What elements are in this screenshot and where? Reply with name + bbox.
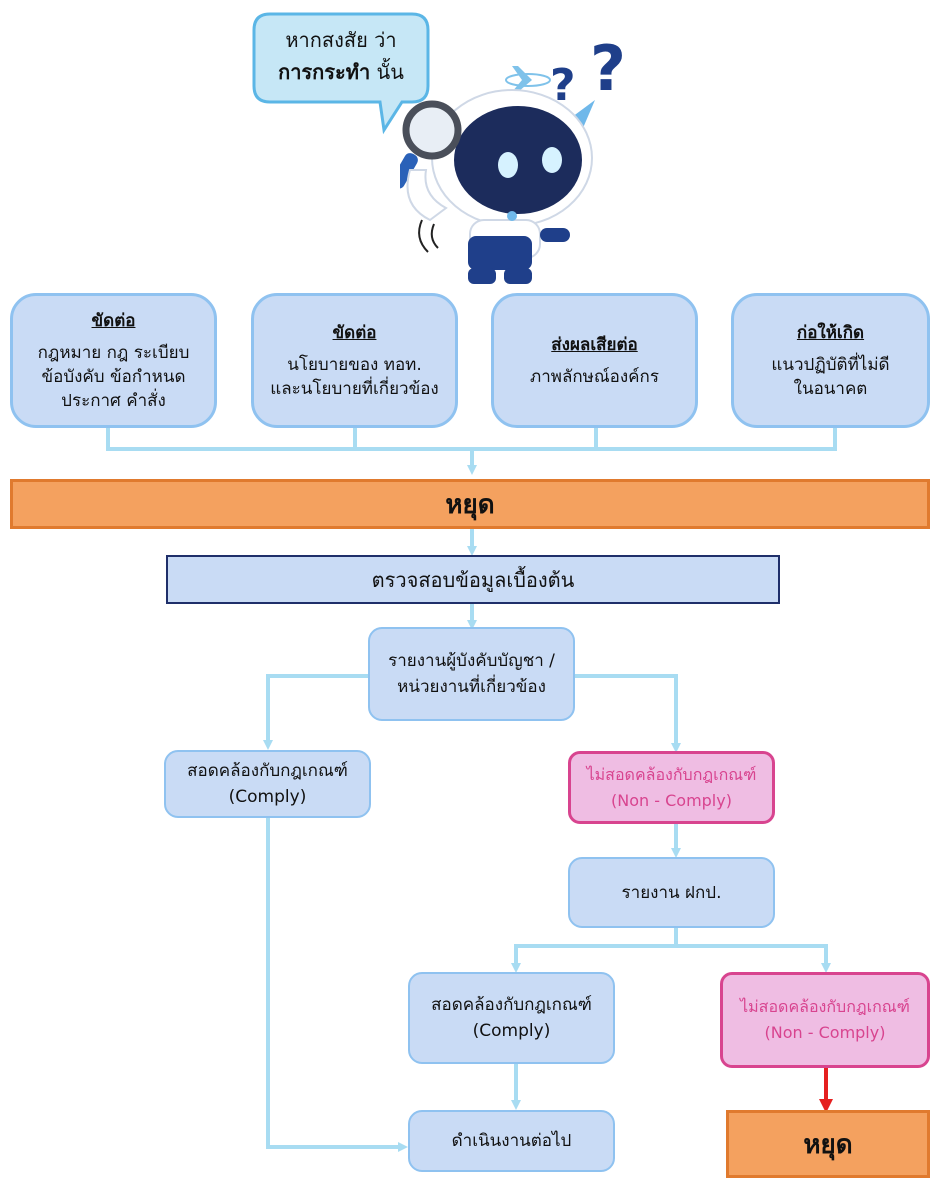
condition-line: และนโยบายที่เกี่ยวข้อง <box>270 378 439 399</box>
report-line: หน่วยงานที่เกี่ยวข้อง <box>397 677 546 697</box>
condition-line: ประกาศ คำสั่ง <box>61 390 166 411</box>
report-line: รายงานผู้บังคับบัญชา / <box>388 651 555 671</box>
report-audit-box: รายงาน ฝกป. <box>568 857 775 928</box>
condition-heading: ก่อให้เกิด <box>796 322 865 343</box>
condition-line: ข้อบังคับ ข้อกำหนด <box>41 366 186 387</box>
comply-line: (Comply) <box>472 1021 551 1041</box>
robot-mascot-illustration: ? ? <box>400 32 626 284</box>
noncomply-box-second: ไม่สอดคล้องกับกฎเกณฑ์ (Non - Comply) <box>720 972 930 1068</box>
stop-label: หยุด <box>803 1129 853 1160</box>
bubble-rest: นั้น <box>370 60 404 84</box>
speech-bubble: หากสงสัย ว่า การกระทำ นั้น <box>252 12 430 135</box>
comply-box-left: สอดคล้องกับกฎเกณฑ์ (Comply) <box>164 750 371 818</box>
condition-line: กฎหมาย กฎ ระเบียบ <box>37 342 190 363</box>
condition-line: แนวปฏิบัติที่ไม่ดี <box>771 354 890 375</box>
bubble-line2: การกระทำ นั้น <box>252 56 430 88</box>
condition-box-practice: ก่อให้เกิด แนวปฏิบัติที่ไม่ดี ในอนาคต <box>731 293 930 428</box>
condition-line: ภาพลักษณ์องค์กร <box>530 366 659 387</box>
condition-line: ในอนาคต <box>793 378 868 399</box>
svg-text:?: ? <box>590 32 626 105</box>
noncomply-line: ไม่สอดคล้องกับกฎเกณฑ์ <box>586 764 757 784</box>
noncomply-line: (Non - Comply) <box>764 1023 886 1042</box>
comply-line: สอดคล้องกับกฎเกณฑ์ <box>431 995 592 1015</box>
condition-box-image: ส่งผลเสียต่อ ภาพลักษณ์องค์กร <box>491 293 698 428</box>
condition-heading: ส่งผลเสียต่อ <box>551 334 638 355</box>
speech-bubble-text: หากสงสัย ว่า การกระทำ นั้น <box>252 24 430 88</box>
report-supervisor-box: รายงานผู้บังคับบัญชา / หน่วยงานที่เกี่ยว… <box>368 627 575 721</box>
verify-label: ตรวจสอบข้อมูลเบื้องต้น <box>371 567 575 592</box>
comply-line: (Comply) <box>228 787 307 807</box>
stop-label: หยุด <box>445 489 495 520</box>
condition-heading: ขัดต่อ <box>91 310 136 331</box>
noncomply-box-right: ไม่สอดคล้องกับกฎเกณฑ์ (Non - Comply) <box>568 751 775 824</box>
condition-line: นโยบายของ ทอท. <box>287 354 422 375</box>
speech-bubble-shape <box>252 12 430 135</box>
noncomply-line: (Non - Comply) <box>611 790 732 810</box>
comply-box-second: สอดคล้องกับกฎเกณฑ์ (Comply) <box>408 972 615 1064</box>
stop-banner: หยุด <box>10 479 930 529</box>
stop-box-final: หยุด <box>726 1110 930 1178</box>
continue-work-box: ดำเนินงานต่อไป <box>408 1110 615 1172</box>
verify-info-box: ตรวจสอบข้อมูลเบื้องต้น <box>166 555 780 604</box>
condition-box-law: ขัดต่อ กฎหมาย กฎ ระเบียบ ข้อบังคับ ข้อกำ… <box>10 293 217 428</box>
bubble-line1: หากสงสัย ว่า <box>285 28 397 52</box>
comply-line: สอดคล้องกับกฎเกณฑ์ <box>187 761 348 781</box>
condition-box-policy: ขัดต่อ นโยบายของ ทอท. และนโยบายที่เกี่ยว… <box>251 293 458 428</box>
report-audit-label: รายงาน ฝกป. <box>621 882 722 903</box>
condition-heading: ขัดต่อ <box>332 322 377 343</box>
noncomply-line: ไม่สอดคล้องกับกฎเกณฑ์ <box>740 997 910 1016</box>
bubble-bold: การกระทำ <box>278 60 371 84</box>
continue-label: ดำเนินงานต่อไป <box>451 1131 572 1151</box>
